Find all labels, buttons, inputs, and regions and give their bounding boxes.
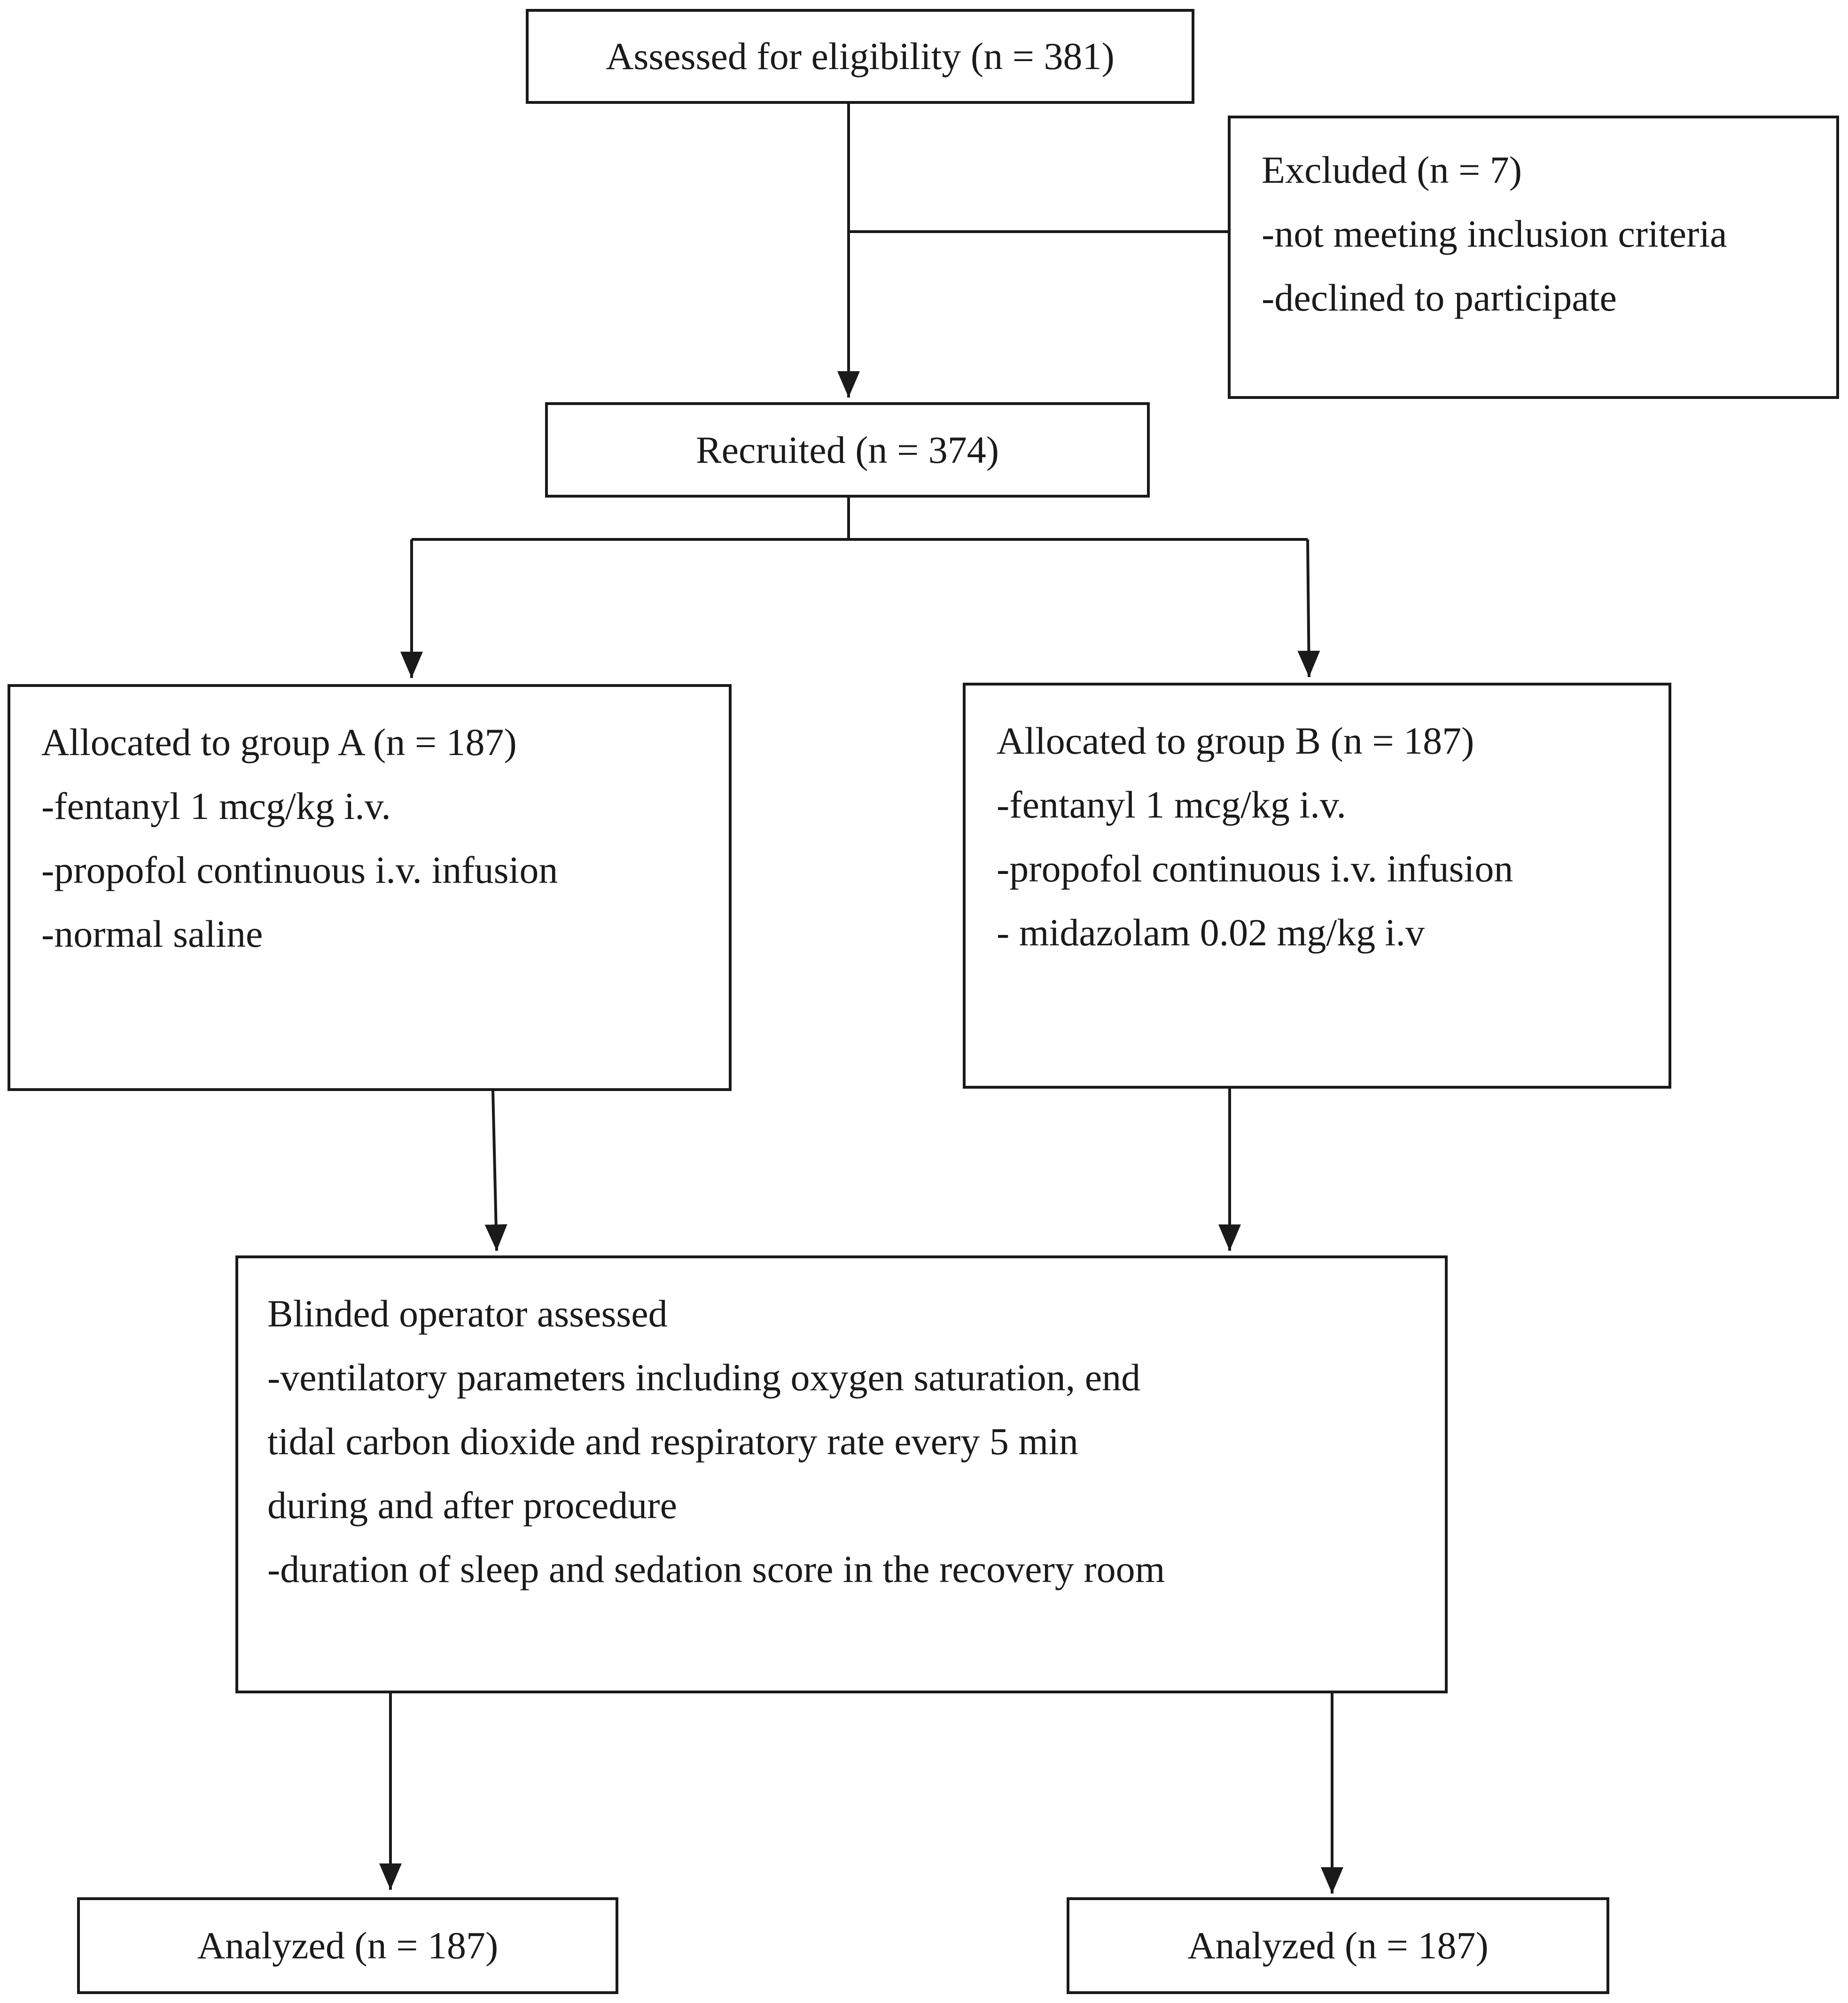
excluded-box: Excluded (n = 7) -not meeting inclusion … <box>1228 116 1839 399</box>
analyzed-b-box: Analyzed (n = 187) <box>1067 1897 1609 1994</box>
group-b-title: Allocated to group B (n = 187) <box>997 719 1474 762</box>
recruited-label: Recruited (n = 374) <box>695 428 999 471</box>
blinded-title: Blinded operator assessed <box>267 1292 668 1335</box>
group-a-item-2: -propofol continuous i.v. infusion <box>41 849 558 891</box>
group-a-item-1: -fentanyl 1 mcg/kg i.v. <box>41 785 391 827</box>
arrow-to-group-b <box>1297 539 1320 678</box>
assessed-box: Assessed for eligibility (n = 381) <box>526 9 1194 104</box>
blinded-line-4: -duration of sleep and sedation score in… <box>267 1548 1165 1590</box>
group-b-box: Allocated to group B (n = 187) -fentanyl… <box>963 683 1671 1089</box>
analyzed-a-label: Analyzed (n = 187) <box>197 1924 499 1967</box>
arrow-group-a-to-blinded <box>484 1091 507 1251</box>
excluded-reason-1: -not meeting inclusion criteria <box>1262 212 1727 255</box>
blinded-assessment-box: Blinded operator assessed -ventilatory p… <box>235 1255 1448 1693</box>
analyzed-b-label: Analyzed (n = 187) <box>1187 1924 1489 1967</box>
group-a-item-3: -normal saline <box>41 912 263 955</box>
excluded-title: Excluded (n = 7) <box>1262 148 1522 191</box>
blinded-line-1: -ventilatory parameters including oxygen… <box>267 1356 1141 1399</box>
group-b-item-3: - midazolam 0.02 mg/kg i.v <box>997 911 1425 954</box>
assessed-label: Assessed for eligibility (n = 381) <box>606 35 1115 78</box>
group-a-title: Allocated to group A (n = 187) <box>41 721 517 764</box>
blinded-line-3: during and after procedure <box>267 1484 677 1527</box>
group-a-box: Allocated to group A (n = 187) -fentanyl… <box>8 684 732 1091</box>
recruited-box: Recruited (n = 374) <box>545 402 1150 498</box>
excluded-reason-2: -declined to participate <box>1262 276 1617 319</box>
analyzed-a-box: Analyzed (n = 187) <box>77 1897 618 1994</box>
group-b-item-1: -fentanyl 1 mcg/kg i.v. <box>997 783 1346 826</box>
group-b-item-2: -propofol continuous i.v. infusion <box>997 847 1513 890</box>
blinded-line-2: tidal carbon dioxide and respiratory rat… <box>267 1420 1078 1463</box>
